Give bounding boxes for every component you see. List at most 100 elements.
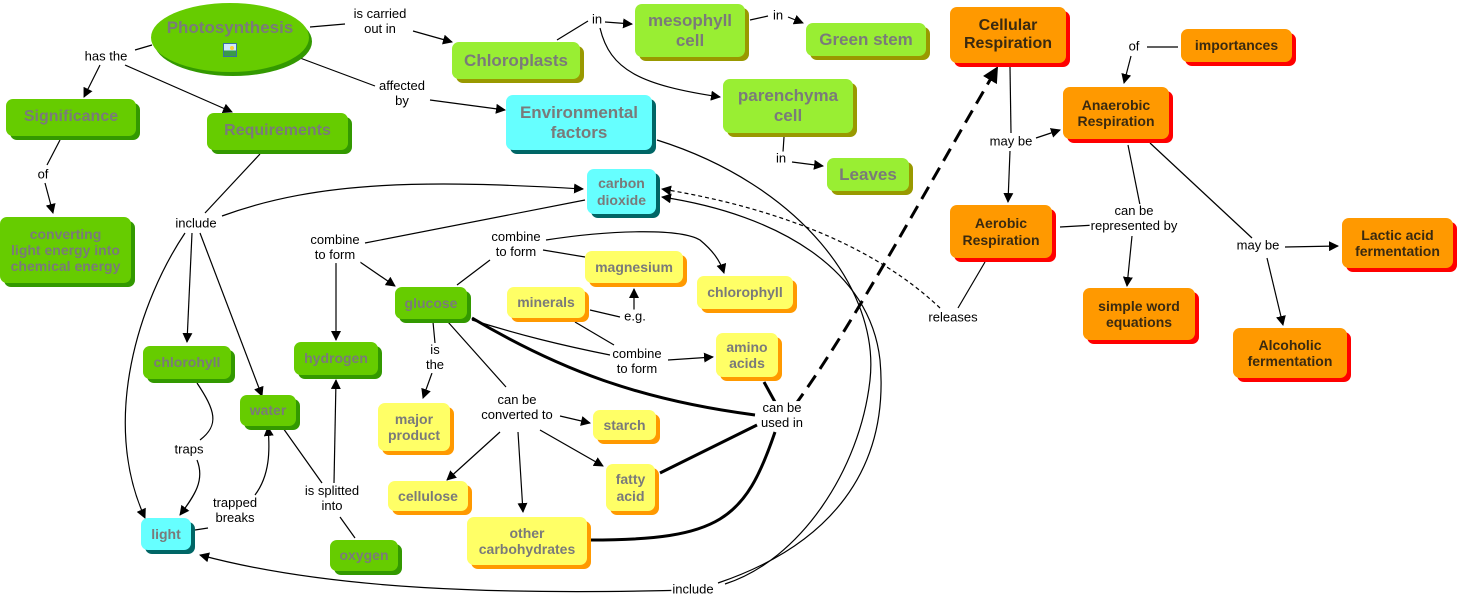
node-label: chlorophyll	[707, 284, 783, 301]
edge-chloro-in	[556, 20, 589, 41]
edge-chlorohyll-traps	[196, 382, 214, 441]
node-significance[interactable]: Significance	[6, 99, 136, 136]
link-traps: traps	[173, 441, 205, 458]
edge-minerals-combine3	[574, 321, 615, 346]
node-label: chlorohyll	[153, 354, 221, 371]
edge-of-converting	[44, 182, 56, 214]
node-minerals[interactable]: minerals	[507, 287, 585, 318]
node-label: other carbohydrates	[478, 524, 576, 557]
node-label: water	[249, 402, 287, 419]
edge-isthe-major	[421, 372, 433, 399]
node-label: glucose	[404, 294, 458, 311]
link-is-carried-out-in: is carried out in	[352, 6, 408, 37]
node-label: parenchyma cell	[737, 86, 839, 125]
node-cellulose[interactable]: cellulose	[388, 481, 468, 511]
node-label: cellulose	[398, 487, 458, 504]
node-magnesium[interactable]: magnesium	[585, 251, 683, 283]
node-parenchyma-cell[interactable]: parenchyma cell	[723, 79, 853, 133]
edge-amino-usedin	[762, 381, 777, 403]
node-label: oxygen	[339, 547, 389, 564]
node-label: simple word equations	[1098, 297, 1180, 330]
node-label: amino acids	[726, 338, 768, 371]
node-water[interactable]: water	[240, 395, 296, 426]
node-other-carbohydrates[interactable]: other carbohydrates	[467, 517, 587, 565]
node-label: converting light energy into chemical en…	[10, 225, 121, 275]
node-label: importances	[1194, 37, 1279, 54]
node-aerobic-respiration[interactable]: Aerobic Respiration	[950, 205, 1052, 258]
edge-of-anaerobic	[1121, 55, 1132, 84]
edge-represented-simple	[1122, 235, 1133, 287]
node-cellular-respiration[interactable]: Cellular Respiration	[950, 7, 1066, 63]
edge-releases-co2	[661, 185, 941, 309]
node-light[interactable]: light	[141, 518, 191, 550]
node-lactic-acid-fermentation[interactable]: Lactic acid fermentation	[1342, 218, 1453, 268]
link-affected-by: affected by	[377, 78, 427, 109]
link-may-be-cellular: may be	[988, 133, 1034, 150]
edge-sig-of	[46, 139, 61, 166]
edge-co2-combine1	[364, 199, 586, 244]
edge-in-leaves	[791, 159, 824, 170]
node-alcoholic-fermentation[interactable]: Alcoholic fermentation	[1233, 328, 1347, 378]
node-label: Chloroplasts	[464, 50, 568, 70]
edge-traps-light	[179, 459, 201, 516]
edge-in-paren	[599, 27, 721, 101]
edge-combine3-amino	[667, 352, 714, 363]
node-fatty-acid[interactable]: fatty acid	[606, 464, 655, 511]
edge-in-meso	[604, 18, 633, 29]
node-carbon-dioxide[interactable]: carbon dioxide	[587, 169, 656, 214]
node-hydrogen[interactable]: hydrogen	[294, 342, 378, 375]
link-trapped-breaks: trapped breaks	[211, 495, 259, 526]
node-label: Significance	[23, 108, 119, 126]
edge-photo-affected	[299, 57, 376, 87]
node-chlorohyll[interactable]: chlorohyll	[143, 346, 231, 379]
edge-include-co2	[221, 183, 584, 217]
edge-include-water	[199, 232, 264, 397]
node-amino-acids[interactable]: amino acids	[716, 333, 778, 377]
link-can-be-used-in: can be used in	[760, 400, 804, 431]
edge-carried-chloroplasts	[412, 30, 453, 45]
node-chloroplasts[interactable]: Chloroplasts	[452, 42, 580, 79]
node-requirements[interactable]: Requirements	[207, 113, 348, 150]
node-label: Anaerobic Respiration	[1077, 96, 1155, 129]
edge-minerals-eg	[589, 309, 621, 318]
edge-water-splitted	[282, 427, 323, 484]
node-importances[interactable]: importances	[1181, 29, 1292, 62]
link-of-significance: of	[36, 166, 50, 183]
node-mesophyll-cell[interactable]: mesophyll cell	[635, 4, 745, 57]
node-label: Cellular Respiration	[963, 16, 1052, 52]
node-label: Alcoholic fermentation	[1247, 336, 1333, 369]
node-label: Green stem	[819, 29, 913, 49]
node-chlorophyll[interactable]: chlorophyll	[697, 276, 793, 309]
edge-converted-cellulose	[446, 431, 501, 481]
node-oxygen[interactable]: oxygen	[330, 540, 398, 571]
node-converting[interactable]: converting light energy into chemical en…	[0, 217, 131, 283]
node-major-product[interactable]: major product	[378, 403, 450, 451]
node-green-stem[interactable]: Green stem	[806, 23, 926, 56]
node-starch[interactable]: starch	[593, 410, 656, 440]
link-combine-to-form-amino: combine to form	[611, 346, 663, 377]
node-label: starch	[603, 416, 646, 433]
edge-anaerobic-maybe2	[1149, 142, 1253, 239]
node-glucose[interactable]: glucose	[395, 287, 467, 319]
node-photosynthesis[interactable]: Photosynthesis	[151, 3, 309, 72]
node-label: mesophyll cell	[647, 10, 733, 50]
node-label: Requirements	[224, 122, 331, 140]
edge-include-co2-2	[661, 193, 882, 584]
edge-glucose-usedin	[471, 316, 756, 417]
edge-include-light	[124, 232, 186, 519]
edge-combine2-chlorophyll	[545, 231, 727, 274]
edge-combine1-glucose	[359, 261, 396, 287]
edge-affected-env	[429, 99, 506, 114]
edge-include-light-2	[199, 552, 693, 593]
link-can-be-represented-by: can be represented by	[1089, 203, 1179, 234]
edge-glucose-combine2	[456, 259, 491, 286]
link-is-the: is the	[424, 342, 446, 373]
node-anaerobic-respiration[interactable]: Anaerobic Respiration	[1063, 87, 1169, 139]
edge-in-greenstem	[787, 15, 804, 25]
image-icon[interactable]	[223, 42, 237, 57]
node-simple-word-equations[interactable]: simple word equations	[1083, 288, 1195, 340]
node-leaves[interactable]: Leaves	[827, 158, 909, 191]
link-releases: releases	[927, 309, 979, 326]
node-environmental-factors[interactable]: Environmental factors	[506, 95, 652, 150]
edge-usedin-cellular	[793, 66, 999, 406]
